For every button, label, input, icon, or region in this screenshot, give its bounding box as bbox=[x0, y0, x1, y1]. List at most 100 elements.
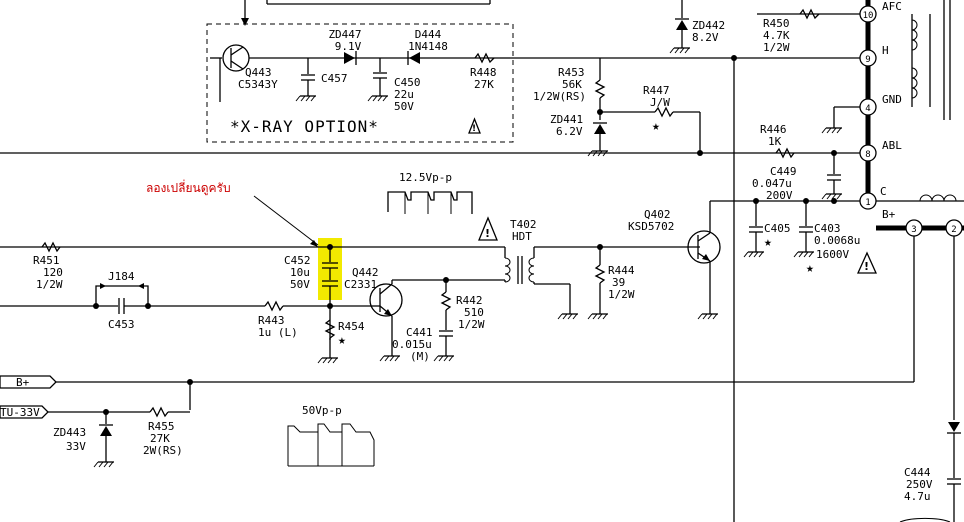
r455-value: 27K bbox=[150, 432, 170, 445]
r447-value: J/W bbox=[650, 96, 670, 109]
c444-voltage: 250V bbox=[906, 478, 933, 491]
c452-value: 10u bbox=[290, 266, 310, 279]
c444-value: 4.7u bbox=[904, 490, 931, 503]
r453-rating: 1/2W(RS) bbox=[533, 90, 586, 103]
xray-option-title: *X-RAY OPTION* bbox=[230, 117, 379, 136]
warning-icon bbox=[468, 117, 481, 134]
pin-abl-number: 8 bbox=[865, 150, 870, 160]
svg-text:!: ! bbox=[472, 124, 476, 134]
q442-transistor-symbol bbox=[369, 283, 403, 317]
q443-ref: Q443 bbox=[245, 66, 272, 79]
pin-afc-label: AFC bbox=[882, 0, 902, 13]
r453-ref: R453 bbox=[558, 66, 585, 79]
r442-value: 510 bbox=[464, 306, 484, 319]
zd447-value: 9.1V bbox=[335, 40, 362, 53]
bplus-net-label: B+ bbox=[16, 376, 30, 389]
tu33v-net-flag: TU-33V bbox=[0, 405, 49, 419]
waveform1-label: 12.5Vp-p bbox=[399, 171, 452, 184]
tu33v-net-label: TU-33V bbox=[0, 406, 40, 419]
r455-rating: 2W(RS) bbox=[143, 444, 183, 457]
r446-value: 1K bbox=[768, 135, 782, 148]
q442-part: C2331 bbox=[344, 278, 377, 291]
q402-ref: Q402 bbox=[644, 208, 671, 221]
c452-ref: C452 bbox=[284, 254, 311, 267]
connector-pin-abl: 8 ABL bbox=[859, 139, 902, 162]
warning-icon bbox=[478, 216, 498, 241]
connector-bplus-label: B+ bbox=[882, 208, 896, 221]
r451-ref: R451 bbox=[33, 254, 60, 267]
c444-ref: C444 bbox=[904, 466, 931, 479]
c452-voltage: 50V bbox=[290, 278, 310, 291]
d444-ref: D444 bbox=[415, 28, 442, 41]
r450-ref: R450 bbox=[763, 17, 790, 30]
pin-gnd-number: 4 bbox=[865, 104, 870, 114]
connector-pin-afc: 10 AFC bbox=[859, 0, 902, 23]
q402-part: KSD5702 bbox=[628, 220, 674, 233]
r446-ref: R446 bbox=[760, 123, 787, 136]
zd443-value: 33V bbox=[66, 440, 86, 453]
c449-value: 0.047u bbox=[752, 177, 792, 190]
pin-h-number: 9 bbox=[865, 55, 870, 65]
zd441-value: 6.2V bbox=[556, 125, 583, 138]
connector-pin-h: 9 H bbox=[859, 44, 889, 67]
c403-star: ★ bbox=[806, 261, 814, 276]
xray-option-block: Q443 C5343Y C457 ZD447 9.1V C450 22u 50V… bbox=[206, 0, 514, 143]
r450-value: 4.7K bbox=[763, 29, 790, 42]
pin-3-number: 3 bbox=[911, 225, 916, 235]
q442-ref: Q442 bbox=[352, 266, 379, 279]
zd443-ref: ZD443 bbox=[53, 426, 86, 439]
r451-rating: 1/2W bbox=[36, 278, 63, 291]
zd442-ref: ZD442 bbox=[692, 19, 725, 32]
c450-voltage: 50V bbox=[394, 100, 414, 113]
connector-pin-3: 3 bbox=[905, 219, 923, 237]
waveform2-label: 50Vp-p bbox=[302, 404, 342, 417]
r442-rating: 1/2W bbox=[458, 318, 485, 331]
pin-abl-label: ABL bbox=[882, 139, 902, 152]
j184-ref: J184 bbox=[108, 270, 135, 283]
c449-ref: C449 bbox=[770, 165, 797, 178]
r443-ref: R443 bbox=[258, 314, 285, 327]
connector-pin-gnd: 4 GND bbox=[859, 93, 902, 116]
connector-pin-2: 2 bbox=[945, 219, 963, 237]
r447-ref: R447 bbox=[643, 84, 670, 97]
c450-ref: C450 bbox=[394, 76, 421, 89]
r448-value: 27K bbox=[474, 78, 494, 91]
c403-value: 0.0068u bbox=[814, 234, 860, 247]
zd441-ref: ZD441 bbox=[550, 113, 583, 126]
r444-value: 39 bbox=[612, 276, 625, 289]
waveform2-trace bbox=[287, 423, 375, 467]
c405-star: ★ bbox=[764, 235, 772, 250]
svg-text:!: ! bbox=[485, 227, 490, 240]
c403-ref: C403 bbox=[814, 222, 841, 235]
pin-h-label: H bbox=[882, 44, 889, 57]
c403-voltage: 1600V bbox=[816, 248, 849, 261]
r442-ref: R442 bbox=[456, 294, 483, 307]
waveform1-trace bbox=[387, 191, 473, 214]
t402-name: HDT bbox=[512, 230, 532, 243]
d444-value: 1N4148 bbox=[408, 40, 448, 53]
r454-star: ★ bbox=[338, 333, 346, 348]
bplus-net-flag: B+ bbox=[0, 375, 57, 389]
zd447-ref: ZD447 bbox=[328, 28, 361, 41]
q402-transistor-symbol bbox=[687, 230, 721, 264]
c441-grade: (M) bbox=[410, 350, 430, 363]
r450-rating: 1/2W bbox=[763, 41, 790, 54]
pin-c-label: C bbox=[880, 185, 887, 198]
c441-value: 0.015u bbox=[392, 338, 432, 351]
c453-ref: C453 bbox=[108, 318, 135, 331]
c405-ref: C405 bbox=[764, 222, 791, 235]
pin-2-number: 2 bbox=[951, 225, 956, 235]
zd442-value: 8.2V bbox=[692, 31, 719, 44]
r444-ref: R444 bbox=[608, 264, 635, 277]
t402-ref: T402 bbox=[510, 218, 537, 231]
r453-value: 56K bbox=[562, 78, 582, 91]
c449-voltage: 200V bbox=[766, 189, 793, 202]
svg-text:!: ! bbox=[864, 260, 869, 273]
q443-part: C5343Y bbox=[238, 78, 278, 91]
pin-afc-number: 10 bbox=[863, 11, 874, 21]
xray-option-dashed-box bbox=[206, 23, 514, 143]
r455-ref: R455 bbox=[148, 420, 175, 433]
c457-ref: C457 bbox=[321, 72, 348, 85]
pin-c-number: 1 bbox=[865, 198, 870, 208]
